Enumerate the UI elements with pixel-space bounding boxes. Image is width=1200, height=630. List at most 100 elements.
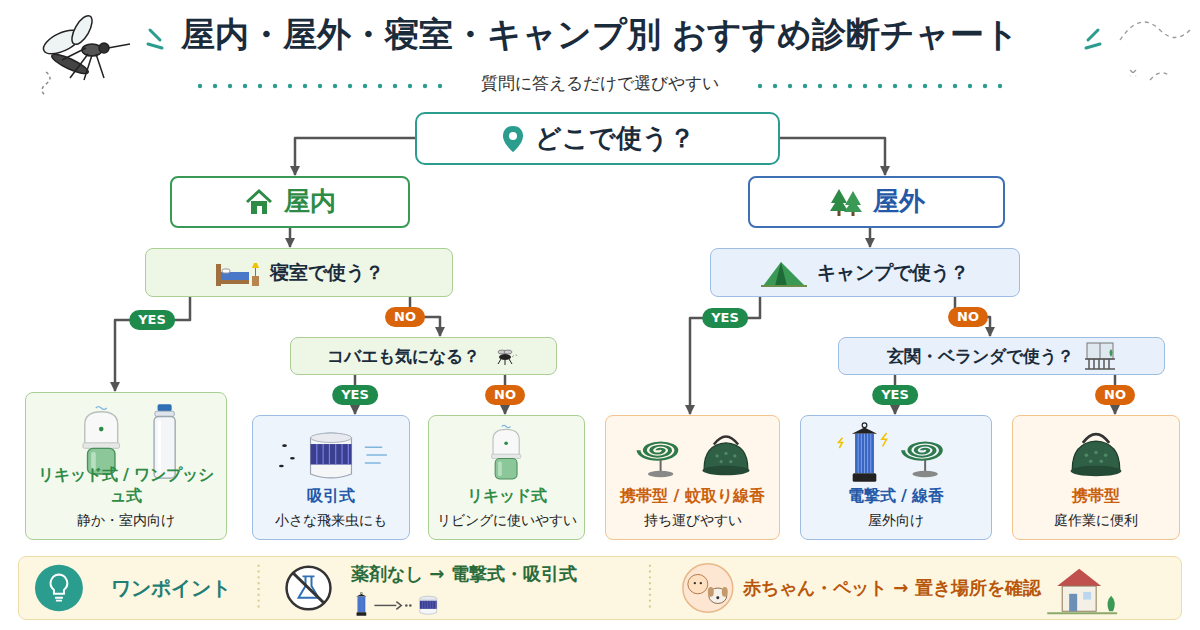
decoration: [228, 84, 232, 88]
decoration: [509, 132, 517, 140]
decoration: [758, 84, 762, 88]
decoration: [773, 84, 777, 88]
decoration: [716, 596, 719, 599]
tent-icon: [761, 258, 807, 288]
decoration: [863, 84, 867, 88]
decoration: [775, 262, 787, 286]
decoration: [423, 84, 427, 88]
decoration: [498, 359, 512, 365]
decoration: [1120, 22, 1190, 40]
suction-trap-illustration: [253, 422, 409, 485]
decoration: [420, 596, 437, 614]
tip-text: 赤ちゃん・ペット → 置き場所を確認: [743, 577, 1041, 600]
question-box: どこで使う？: [415, 112, 780, 165]
decoration: [290, 457, 295, 460]
decoration: [818, 84, 822, 88]
decoration: [512, 355, 519, 357]
decoration: [700, 582, 702, 584]
balcony-icon: [1084, 341, 1116, 371]
decoration: [908, 84, 912, 88]
decoration: [62, 48, 104, 80]
decoration: [55, 598, 63, 601]
decoration: [258, 84, 262, 88]
question-text: 寝室で使う？: [270, 261, 384, 284]
decoration: [1110, 349, 1113, 357]
result-box: リキッド式 / ワンプッシュ式静か・室内向け: [25, 392, 227, 540]
result-heading: 電撃式 / 線香: [848, 486, 945, 507]
decoration: [279, 465, 284, 468]
decoration: [694, 582, 696, 584]
answer-badge: YES: [129, 310, 175, 330]
decoration: [953, 84, 957, 88]
question-box: 屋外: [748, 176, 1005, 228]
answer-badge: NO: [385, 307, 425, 327]
decoration: [255, 268, 256, 276]
fly-icon: [490, 345, 520, 367]
decoration: [222, 269, 230, 273]
result-heading: 吸引式: [307, 486, 355, 507]
decoration: [393, 84, 397, 88]
answer-badge: YES: [702, 308, 748, 328]
decoration: [1069, 594, 1077, 611]
decoration: [396, 602, 401, 610]
decoration: [288, 84, 292, 88]
decoration: [639, 442, 677, 477]
decoration: [683, 564, 733, 612]
decoration: [761, 285, 807, 287]
question-box: 屋内: [170, 176, 410, 228]
question-text: キャンプで使う？: [817, 261, 969, 284]
decoration: [378, 84, 382, 88]
decoration: [287, 567, 331, 610]
doodle: [1120, 22, 1190, 80]
decoration: [318, 84, 322, 88]
result-heading: リキッド式: [467, 486, 547, 507]
liquid-illustration: [429, 422, 584, 485]
decoration: [68, 13, 96, 48]
coil-pot-illustration: [606, 422, 779, 485]
decoration: [1071, 434, 1122, 476]
decoration: [788, 84, 792, 88]
tip-text: ワンポイント: [111, 576, 231, 601]
decoration: [1083, 592, 1091, 600]
decoration: [99, 43, 109, 53]
decoration: [294, 573, 324, 602]
decoration: [83, 407, 120, 474]
question-text: 玄関・ベランダで使う？: [887, 346, 1074, 366]
decoration: [243, 84, 247, 88]
result-box: 携帯型庭作業に便利: [1012, 415, 1180, 540]
decoration: [273, 84, 277, 88]
decoration: [504, 350, 512, 354]
bed-icon: [214, 258, 260, 288]
result-note: 小さな飛来虫にも: [275, 511, 387, 529]
decoration: [374, 605, 396, 606]
result-box: 携帯型 / 蚊取り線香持ち運びやすい: [605, 415, 780, 540]
flow-arrow: [690, 297, 760, 414]
decoration: [702, 436, 749, 475]
decoration: [708, 587, 714, 597]
decoration: [108, 44, 130, 48]
question-text: 屋内: [284, 186, 336, 217]
result-heading: リキッド式 / ワンプッシュ式: [32, 465, 220, 507]
mosquito-illustration: [40, 13, 130, 96]
result-heading: 携帯型: [1072, 486, 1120, 507]
flow-arrow: [410, 297, 440, 336]
decoration: [409, 604, 412, 607]
decoration: [848, 84, 852, 88]
decoration: [198, 84, 202, 88]
flow-arrow: [504, 375, 507, 414]
decoration: [42, 72, 50, 96]
decoration: [1062, 586, 1096, 611]
decoration: [492, 425, 521, 479]
decoration: [216, 280, 249, 284]
result-note: 静か・室内向け: [77, 511, 175, 529]
zapper-coil-illustration: [801, 422, 991, 485]
decoration: [763, 262, 805, 286]
result-box: 電撃式 / 線香屋外向け: [800, 415, 992, 540]
decoration: [830, 189, 848, 211]
flow-arrow: [955, 297, 990, 336]
decoration: [1150, 73, 1170, 80]
result-heading: 携帯型 / 蚊取り線香: [620, 486, 765, 507]
flow-arrow: [289, 228, 292, 247]
decoration: [722, 587, 728, 597]
